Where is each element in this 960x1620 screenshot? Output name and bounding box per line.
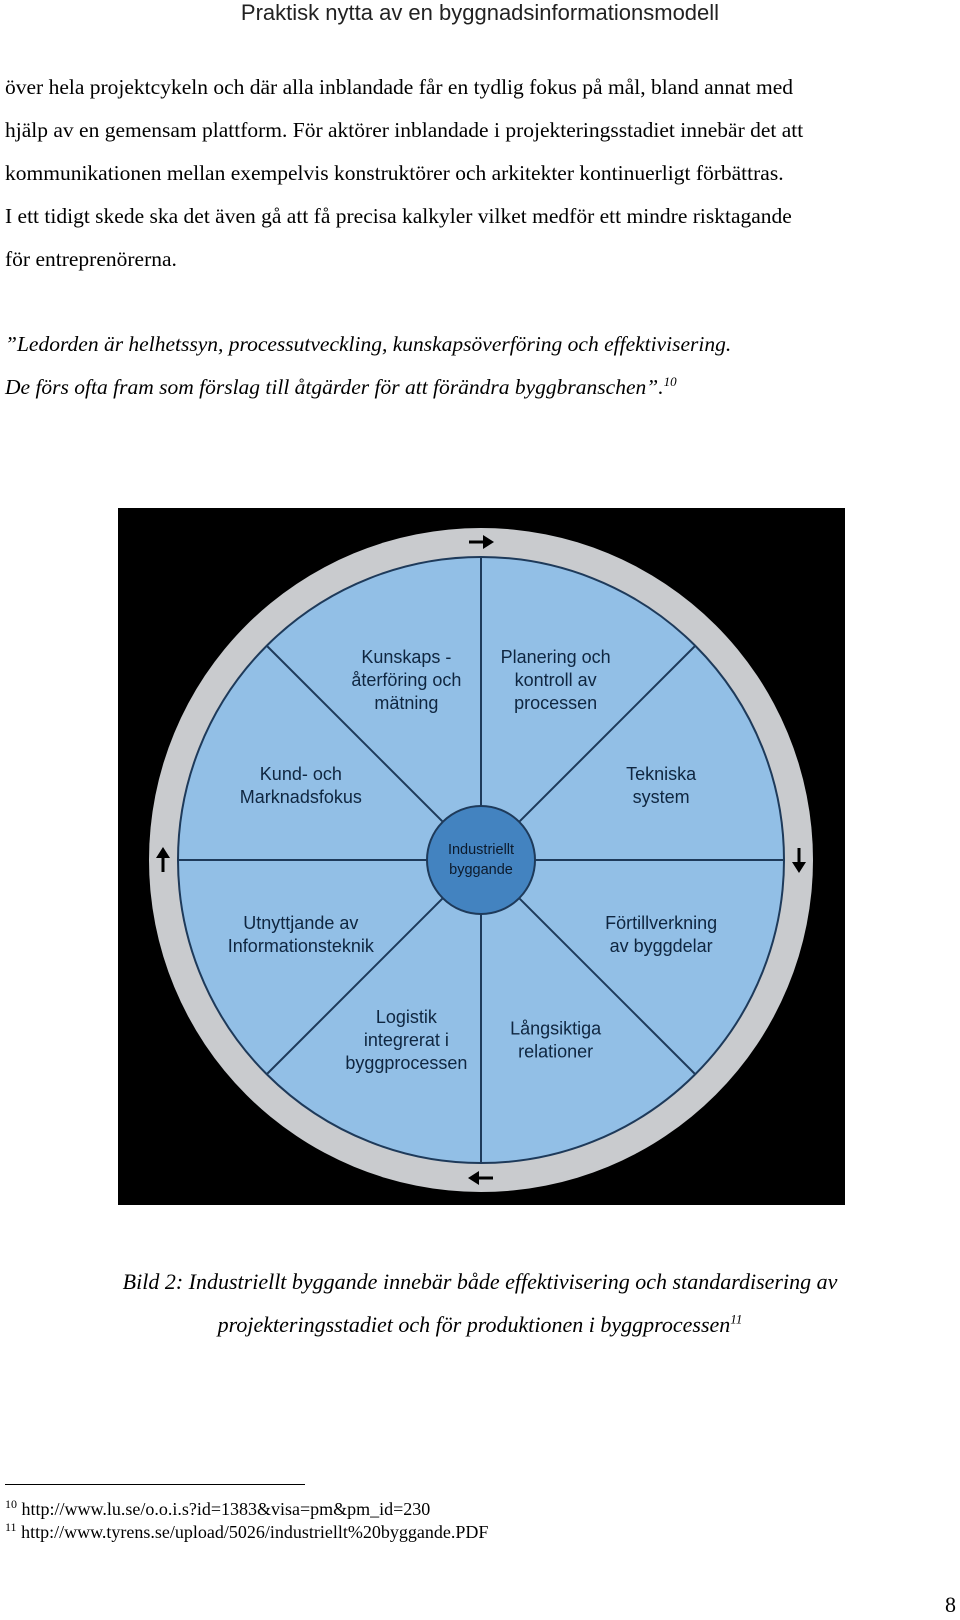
segment-label-line: Förtillverkning	[605, 913, 717, 933]
segment-label-line: relationer	[518, 1042, 593, 1062]
paragraph-line: kommunikationen mellan exempelvis konstr…	[5, 161, 784, 185]
running-header: Praktisk nytta av en byggnadsinformation…	[0, 0, 960, 26]
paragraph-line: I ett tidigt skede ska det även gå att f…	[5, 204, 792, 228]
segment-label-line: Långsiktiga	[510, 1019, 602, 1039]
segment-label-line: processen	[514, 693, 597, 713]
caption-line: projekteringsstadiet och för produktione…	[0, 1303, 960, 1346]
footnote-number: 10	[5, 1497, 17, 1511]
footnote-link[interactable]: http://www.tyrens.se/upload/5026/industr…	[21, 1522, 489, 1542]
spokes	[178, 557, 784, 1163]
quote-line: De förs ofta fram som förslag till åtgär…	[5, 366, 955, 409]
direction-arrow	[792, 848, 806, 873]
segment-label-line: Kunskaps -	[361, 647, 451, 667]
segment-label-line: Planering och	[501, 647, 611, 667]
hub-label-line: byggande	[449, 862, 513, 878]
footnote-ref[interactable]: 10	[663, 373, 677, 389]
footnote-number: 11	[5, 1520, 17, 1534]
paragraph-line: hjälp av en gemensam plattform. För aktö…	[5, 118, 804, 142]
footnote: 11 http://www.tyrens.se/upload/5026/indu…	[5, 1521, 488, 1543]
page-number: 8	[945, 1592, 956, 1617]
segment-label-line: Informationsteknik	[228, 936, 375, 956]
caption-line: Bild 2: Industriellt byggande innebär bå…	[122, 1269, 838, 1294]
footnote-ref[interactable]: 11	[730, 1311, 743, 1327]
spoke-line	[518, 897, 696, 1075]
segment-labels: Planering och kontroll av processenTeknisk…	[228, 647, 717, 1073]
segment-label-line: av byggdelar	[610, 936, 713, 956]
spoke-line	[266, 897, 444, 1075]
quote-block: ”Ledorden är helhetssyn, processutveckli…	[5, 323, 955, 409]
segment-label-line: mätning	[374, 693, 438, 713]
segment-label-line: kontroll av	[515, 670, 597, 690]
direction-arrow	[156, 847, 170, 872]
footnote-rule	[5, 1484, 305, 1485]
quote-line: ”Ledorden är helhetssyn, processutveckli…	[5, 332, 732, 356]
segment-label-line: Kund- och	[260, 764, 342, 784]
hub-label-line: Industriellt	[448, 842, 514, 858]
hub-circle	[426, 805, 536, 915]
segment-label-line: integrerat i	[364, 1030, 449, 1050]
header-title: Praktisk nytta av en byggnadsinformation…	[240, 0, 720, 25]
footnote: 10 http://www.lu.se/o.o.i.s?id=1383&visa…	[5, 1498, 430, 1520]
wheel-diagram: Industriellt byggande Planering och kontr…	[118, 508, 845, 1205]
segment-label-line: återföring och	[351, 670, 461, 690]
quote-line-text: De förs ofta fram som förslag till åtgär…	[5, 375, 664, 399]
segment-label-line: Tekniska	[626, 764, 697, 784]
segment-label-line: Logistik	[376, 1007, 438, 1027]
direction-arrow	[468, 1171, 493, 1185]
segment-label-line: system	[633, 787, 690, 807]
segment-label-line: byggprocessen	[345, 1053, 467, 1073]
body-paragraph: över hela projektcykeln och där alla inb…	[5, 66, 955, 281]
spoke-line	[266, 645, 444, 823]
figure-caption: Bild 2: Industriellt byggande innebär bå…	[0, 1260, 960, 1346]
ring-arrows	[156, 535, 806, 1185]
paragraph-line: över hela projektcykeln och där alla inb…	[5, 75, 794, 99]
spoke-line	[518, 645, 696, 823]
paragraph-line: för entreprenörerna.	[5, 247, 177, 271]
segment-label-line: Utnyttjande av	[243, 913, 358, 933]
wheel-figure: Industriellt byggande Planering och kontr…	[118, 508, 845, 1205]
segment-label-line: Marknadsfokus	[240, 787, 362, 807]
direction-arrow	[469, 535, 494, 549]
caption-line-text: projekteringsstadiet och för produktione…	[217, 1312, 731, 1337]
footnote-link[interactable]: http://www.lu.se/o.o.i.s?id=1383&visa=pm…	[21, 1499, 431, 1519]
